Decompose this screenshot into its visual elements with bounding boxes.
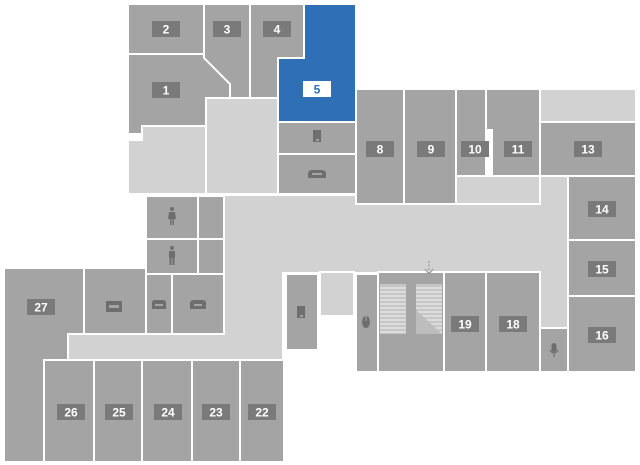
room-label-23: 23: [202, 404, 230, 420]
copier-icon: [152, 300, 166, 309]
room-label-15: 15: [588, 261, 616, 277]
svg-text:5: 5: [314, 83, 321, 97]
svg-text:14: 14: [595, 203, 609, 217]
room-label-22: 22: [248, 404, 276, 420]
female-restroom-icon: [168, 207, 176, 225]
svg-text:2: 2: [163, 23, 170, 37]
room-labels: 2 3 4 1 5 8 9 10 11 13 14 15 16 18 19 27…: [27, 21, 616, 420]
svg-text:11: 11: [512, 143, 525, 157]
svg-text:27: 27: [34, 301, 48, 315]
room-label-16: 16: [588, 327, 616, 343]
room-5-selected[interactable]: [277, 3, 357, 123]
room-label-3: 3: [213, 21, 241, 37]
room-label-25: 25: [105, 404, 133, 420]
copier-icon: [308, 170, 326, 178]
svg-text:8: 8: [377, 143, 384, 157]
computer-mouse-icon: [362, 316, 370, 328]
svg-text:23: 23: [209, 406, 223, 420]
corridor-area: [68, 176, 568, 360]
svg-text:22: 22: [255, 406, 269, 420]
svg-text:16: 16: [595, 329, 609, 343]
svg-text:19: 19: [458, 318, 472, 332]
svg-text:9: 9: [428, 143, 435, 157]
room-label-1: 1: [152, 82, 180, 98]
room-label-24: 24: [154, 404, 182, 420]
printer-icon: [313, 130, 321, 142]
room-label-18: 18: [499, 316, 527, 332]
room-26[interactable]: [43, 359, 95, 463]
room-label-2: 2: [152, 21, 180, 37]
room-label-19: 19: [451, 316, 479, 332]
room-label-14: 14: [588, 201, 616, 217]
printer-icon: [297, 306, 305, 318]
svg-text:26: 26: [64, 406, 78, 420]
room-10[interactable]: [455, 88, 487, 177]
room-11[interactable]: [485, 88, 541, 177]
microphone-icon: [549, 343, 559, 357]
room-label-8: 8: [366, 141, 394, 157]
svg-text:15: 15: [595, 263, 609, 277]
room-label-11: 11: [504, 141, 532, 157]
svg-text:10: 10: [468, 143, 482, 157]
svg-text:24: 24: [161, 406, 175, 420]
male-restroom-icon: [169, 246, 175, 265]
copier-icon: [190, 300, 206, 309]
svg-text:13: 13: [581, 143, 595, 157]
room-label-4: 4: [263, 21, 291, 37]
stairwell: [377, 271, 445, 373]
copier-icon: [106, 301, 122, 312]
room-label-27: 27: [27, 299, 55, 315]
svg-text:3: 3: [224, 23, 231, 37]
svg-text:1: 1: [163, 84, 170, 98]
room-label-13: 13: [574, 141, 602, 157]
stairs-down-arrow-icon: [424, 261, 434, 275]
room-label-10: 10: [461, 141, 489, 157]
room-label-9: 9: [417, 141, 445, 157]
svg-text:18: 18: [506, 318, 520, 332]
svg-text:25: 25: [112, 406, 126, 420]
svg-text:4: 4: [274, 23, 281, 37]
room-label-26: 26: [57, 404, 85, 420]
room-label-5: 5: [303, 81, 331, 97]
